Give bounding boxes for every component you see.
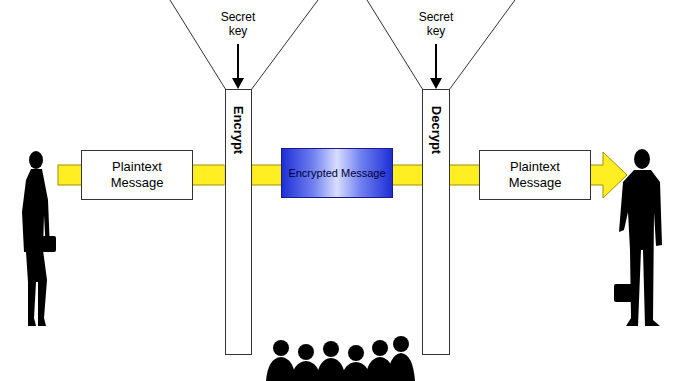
node-text: Encrypted Message	[282, 166, 391, 180]
flow-band	[252, 175, 282, 176]
flow-band-fill	[393, 166, 422, 185]
node-text: Encrypt	[231, 106, 246, 154]
key-arrow	[238, 44, 436, 80]
key-arrowhead	[232, 78, 442, 89]
flow-band-fill	[252, 166, 282, 185]
plaintext-box: Plaintext Message	[479, 150, 591, 200]
flow-band	[393, 175, 422, 176]
flow-band	[193, 175, 225, 176]
flow-band-fill	[450, 166, 479, 185]
key-label: Secret key	[213, 10, 263, 38]
audience-silhouette	[266, 336, 415, 381]
key-funnel	[170, 0, 515, 90]
plaintext-box: Plaintext Message	[81, 150, 193, 200]
flow-band-fill	[193, 166, 225, 185]
decrypt-bar: Decrypt	[422, 89, 450, 355]
flow-band-edge	[450, 165, 479, 186]
node-text: Decrypt	[429, 106, 444, 154]
flow-band-edge	[393, 165, 422, 186]
encrypt-bar: Encrypt	[225, 89, 252, 355]
ciphertext-box: Encrypted Message	[281, 148, 393, 198]
node-text: Plaintext Message	[82, 159, 192, 191]
man-silhouette	[614, 149, 662, 326]
node-text: Plaintext Message	[480, 159, 590, 191]
woman-silhouette	[22, 151, 56, 326]
flow-band	[450, 175, 479, 176]
flow-band-edge	[193, 165, 225, 186]
key-label: Secret key	[411, 10, 461, 38]
flow-band-edge	[252, 165, 282, 186]
